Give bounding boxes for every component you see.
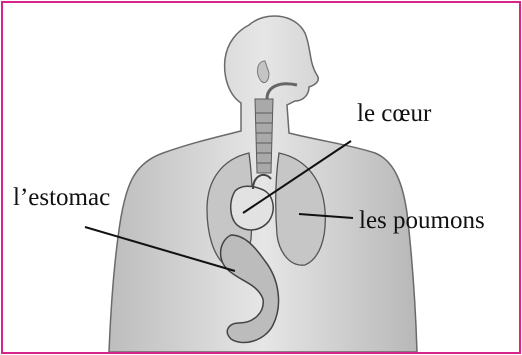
heart-label: le cœur xyxy=(357,101,431,126)
lungs-label: les poumons xyxy=(359,208,485,233)
anatomy-figure xyxy=(3,3,519,352)
stomach-label: l’estomac xyxy=(13,185,110,210)
trachea xyxy=(255,99,273,173)
